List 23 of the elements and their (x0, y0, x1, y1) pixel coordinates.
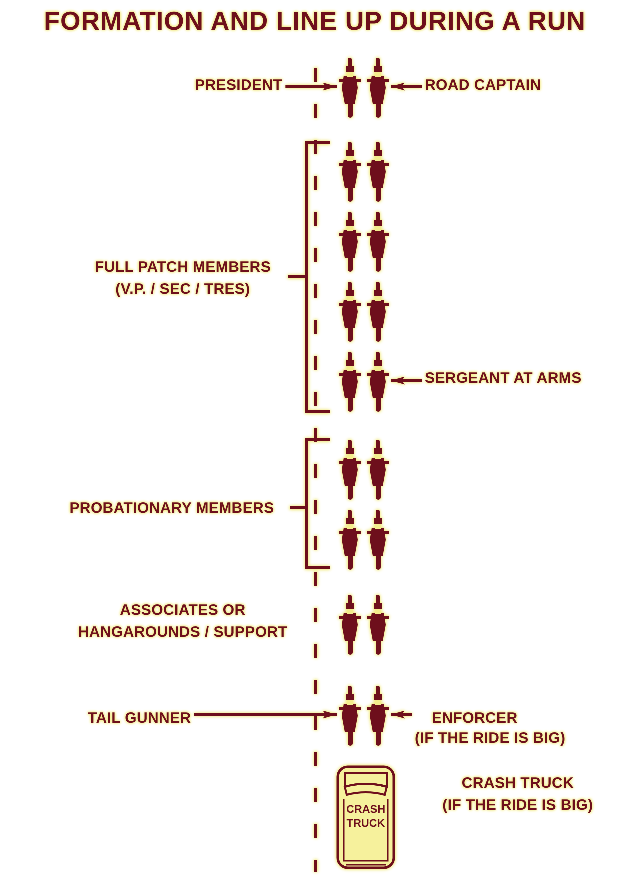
role-label: SERGEANT AT ARMS (425, 369, 582, 389)
arrow (391, 82, 422, 91)
role-label: ENFORCER (431, 709, 519, 729)
arrow (286, 82, 337, 91)
group-label: PROBATIONARY MEMBERS (68, 499, 276, 519)
motorcycle-icon (338, 686, 362, 746)
role-label: TAIL GUNNER (88, 709, 192, 729)
arrow (194, 710, 337, 719)
motorcycle-icon (338, 58, 362, 118)
truck-label: CRASH TRUCK (345, 803, 387, 831)
arrow (391, 710, 412, 719)
motorcycle-icon (366, 352, 390, 412)
vehicle-caption: (IF THE RIDE IS BIG) (442, 797, 594, 814)
role-label: PRESIDENT (195, 76, 283, 96)
group-label: ASSOCIATES OR HANGAROUNDS / SUPPORT (77, 601, 289, 643)
role-note: (IF THE RIDE IS BIG) (415, 729, 566, 749)
motorcycle-icon (366, 686, 390, 746)
vehicle-caption: CRASH TRUCK (460, 775, 576, 792)
title: FORMATION AND LINE UP DURING A RUN (43, 6, 587, 37)
motorcycle-icon (366, 58, 390, 118)
role-label: ROAD CAPTAIN (425, 76, 542, 96)
group-label: FULL PATCH MEMBERS (V.P. / SEC / TRES) (94, 258, 272, 300)
arrow (391, 376, 422, 385)
